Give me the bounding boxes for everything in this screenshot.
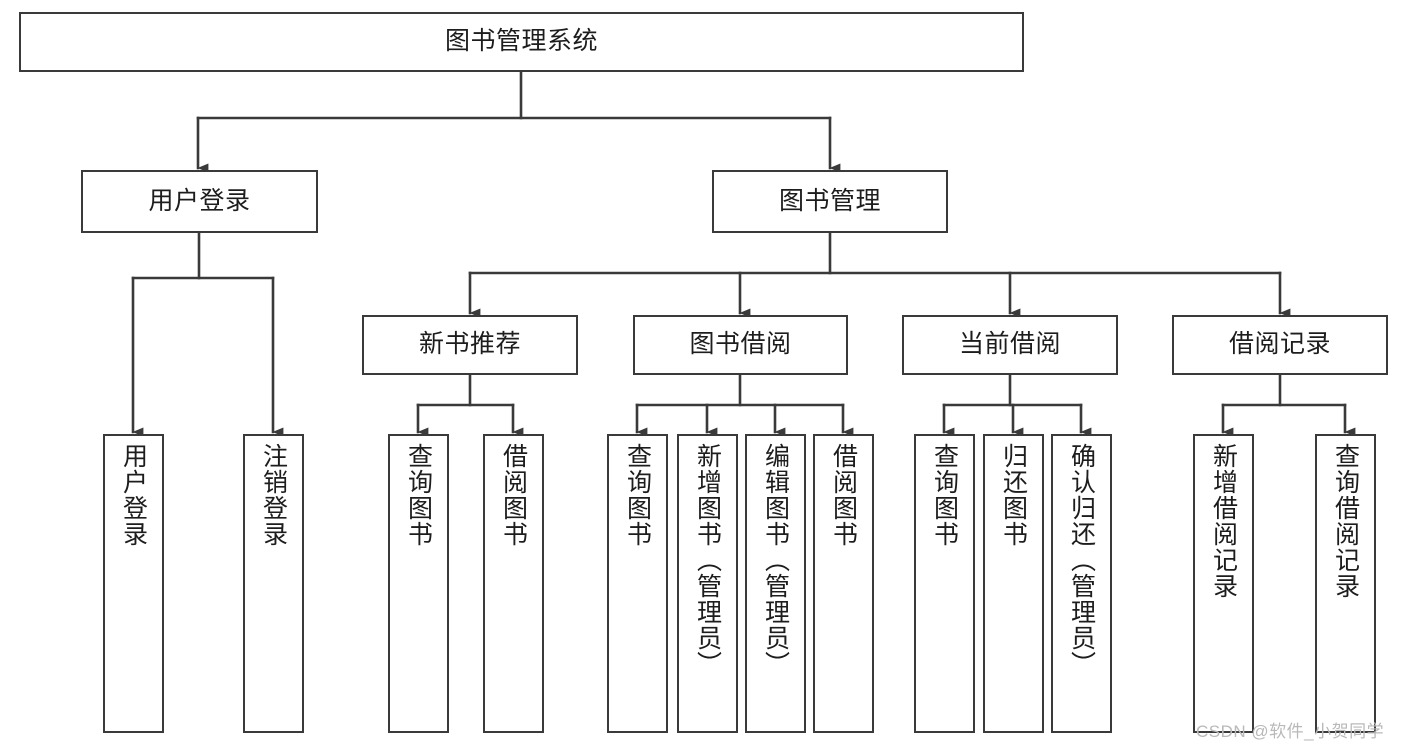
node-label: 查询图书 [930,443,959,547]
leaf-borrow-record-query-record[interactable]: 查询借阅记录 [1315,434,1376,733]
node-label: 借阅记录 [1228,330,1331,359]
node-label: 图书借阅 [689,330,792,359]
leaf-new-book-query-book[interactable]: 查询图书 [388,434,449,733]
leaf-book-borrow-borrow-book[interactable]: 借阅图书 [813,434,874,733]
node-label: 当前借阅 [958,330,1061,359]
leaf-book-borrow-edit-book-admin[interactable]: 编辑图书（管理员） [745,434,806,733]
node-label: 注销登录 [259,443,288,547]
leaf-book-borrow-query-book[interactable]: 查询图书 [607,434,668,733]
node-label: 用户登录 [119,443,148,547]
node-user-login[interactable]: 用户登录 [81,170,318,233]
node-label: 新增图书（管理员） [693,443,722,677]
node-label: 编辑图书（管理员） [761,443,790,677]
node-label: 新书推荐 [418,330,521,359]
node-label: 新增借阅记录 [1209,443,1238,599]
node-root-book-management-system[interactable]: 图书管理系统 [19,12,1024,72]
node-current-borrow[interactable]: 当前借阅 [902,315,1118,375]
node-label: 用户登录 [148,186,251,215]
node-label: 借阅图书 [499,443,528,547]
leaf-current-borrow-query-book[interactable]: 查询图书 [914,434,975,733]
node-book-borrow[interactable]: 图书借阅 [633,315,848,375]
node-label: 查询图书 [404,443,433,547]
node-label: 确认归还（管理员） [1067,443,1096,677]
leaf-current-borrow-return-book[interactable]: 归还图书 [983,434,1044,733]
node-new-book-recommend[interactable]: 新书推荐 [362,315,578,375]
node-label: 借阅图书 [829,443,858,547]
node-book-management[interactable]: 图书管理 [712,170,948,233]
leaf-current-borrow-confirm-return-admin[interactable]: 确认归还（管理员） [1051,434,1112,733]
leaf-book-borrow-add-book-admin[interactable]: 新增图书（管理员） [677,434,738,733]
leaf-borrow-record-add-record[interactable]: 新增借阅记录 [1193,434,1254,733]
node-borrow-record[interactable]: 借阅记录 [1172,315,1388,375]
leaf-user-login-login[interactable]: 用户登录 [103,434,164,733]
node-label: 查询图书 [623,443,652,547]
node-label: 查询借阅记录 [1331,443,1360,599]
leaf-new-book-borrow-book[interactable]: 借阅图书 [483,434,544,733]
node-label: 归还图书 [999,443,1028,547]
node-label: 图书管理 [778,186,881,215]
node-label: 图书管理系统 [444,27,598,56]
leaf-user-login-logout[interactable]: 注销登录 [243,434,304,733]
